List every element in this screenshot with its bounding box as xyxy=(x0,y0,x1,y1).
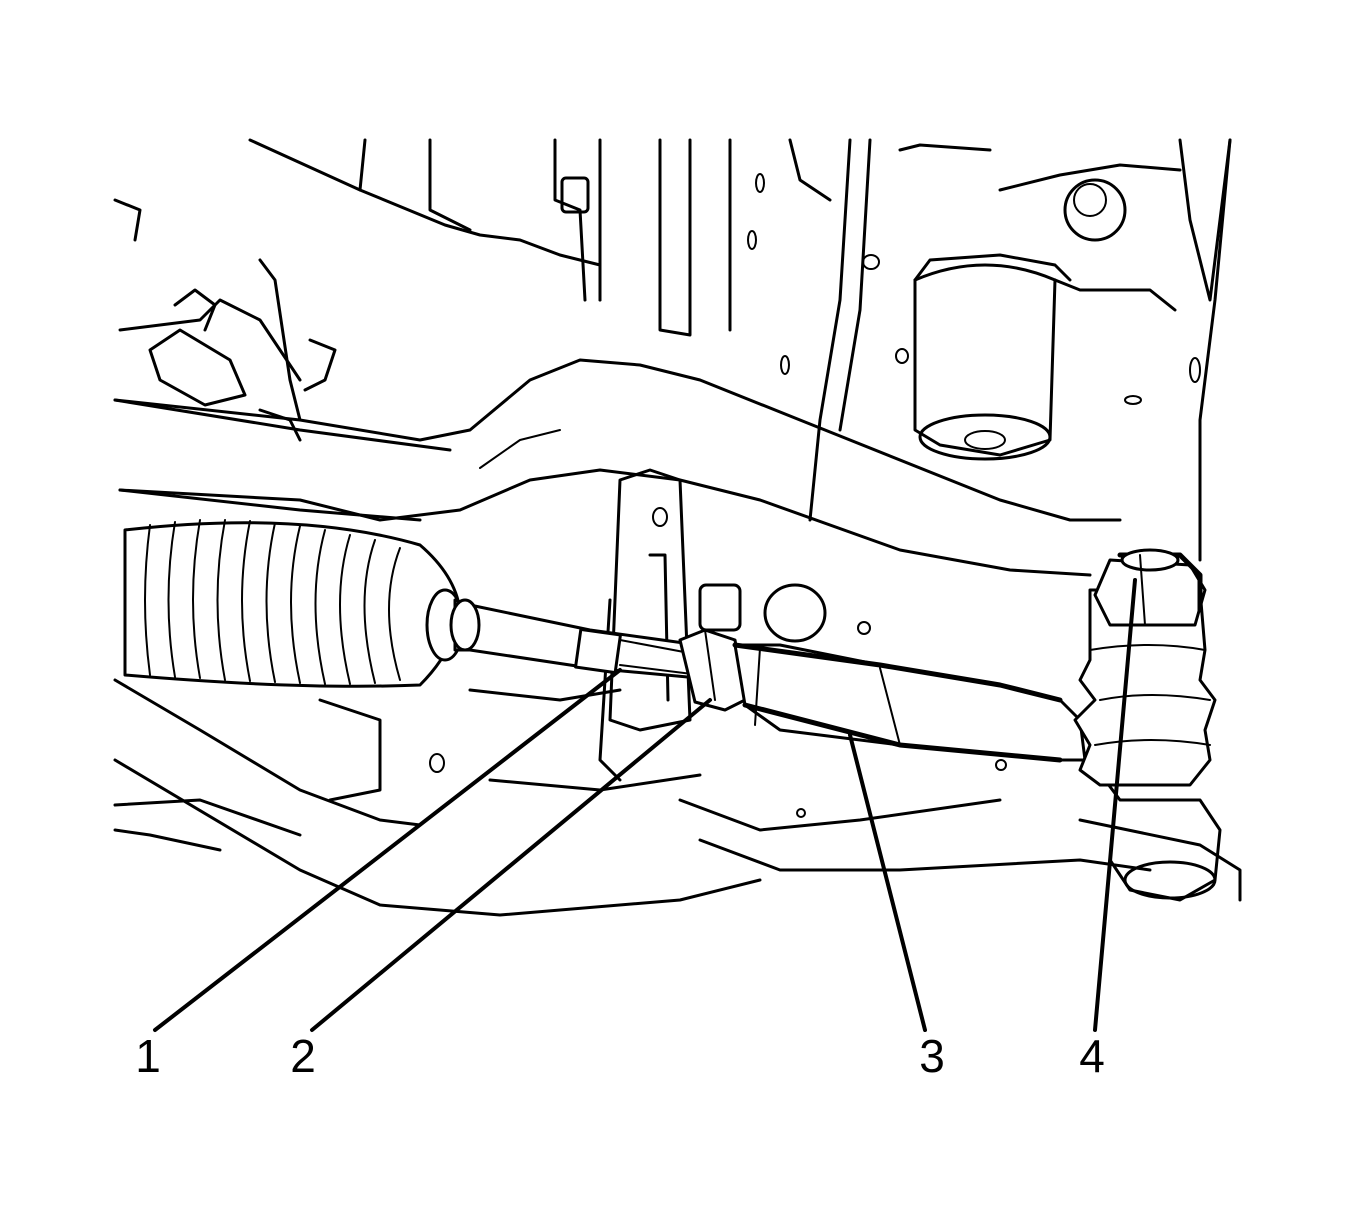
upper-bushing xyxy=(913,253,1177,461)
leader-line-4 xyxy=(1093,578,1137,1032)
leader-lines xyxy=(153,578,1137,1032)
chassis-background xyxy=(113,138,1242,917)
leader-line-2 xyxy=(310,698,712,1032)
tie-rod-end-ball-joint xyxy=(1073,548,1217,787)
callout-2: 2 xyxy=(290,1030,316,1082)
leader-line-3 xyxy=(848,733,927,1032)
callout-3: 3 xyxy=(919,1030,945,1082)
callout-4: 4 xyxy=(1079,1030,1105,1082)
callout-labels: 1 2 3 4 xyxy=(135,1030,1105,1082)
callout-1: 1 xyxy=(135,1030,161,1082)
outer-tie-rod-end xyxy=(698,583,1087,763)
leader-line-1 xyxy=(153,668,622,1032)
inner-tie-rod-boot xyxy=(123,519,465,688)
